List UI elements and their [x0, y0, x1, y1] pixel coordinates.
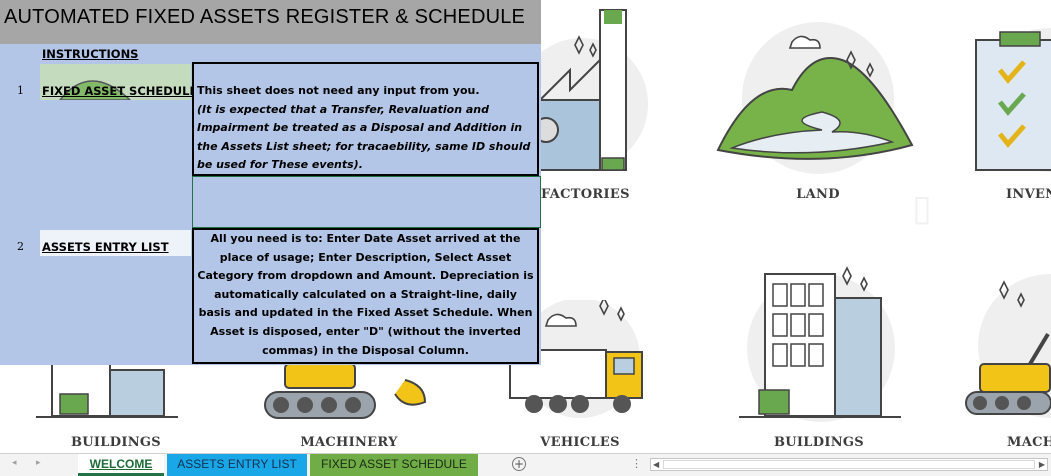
caption-buildings-left: BUILDINGS: [71, 435, 161, 450]
schedule-instruction-note: (It is expected that a Transfer, Revalua…: [197, 102, 531, 172]
title-bar: AUTOMATED FIXED ASSETS REGISTER & SCHEDU…: [0, 0, 541, 44]
instructions-heading: INSTRUCTIONS: [42, 47, 139, 61]
buildings-illustration-right: [739, 266, 901, 422]
caption-factories: FACTORIES: [541, 187, 630, 202]
row-number-2: 2: [17, 240, 24, 253]
fixed-asset-schedule-label[interactable]: FIXED ASSET SCHEDULE: [42, 84, 198, 98]
caption-vehicles: VEHICLES: [540, 435, 620, 450]
caption-inventory: INVEN: [1006, 187, 1051, 202]
entry-instructions-box: All you need is to: Enter Date Asset arr…: [192, 228, 539, 364]
assets-entry-list-label[interactable]: ASSETS ENTRY LIST: [42, 240, 169, 254]
hill-image-fragment: [40, 64, 191, 101]
caption-buildings-right: BUILDINGS: [774, 435, 864, 450]
factory-illustration: [520, 9, 648, 171]
hill-icon: [58, 80, 132, 101]
schedule-instruction-line: This sheet does not need any input from …: [197, 84, 480, 97]
cell-highlight: [40, 230, 191, 256]
watermark-decoration: ▯: [912, 188, 932, 229]
tab-fixed-asset-schedule[interactable]: FIXED ASSET SCHEDULE: [310, 454, 478, 476]
selected-cell[interactable]: [192, 176, 541, 228]
add-sheet-icon[interactable]: +: [512, 457, 526, 471]
caption-machinery: MACHINERY: [300, 435, 398, 450]
tab-assets-entry-list[interactable]: ASSETS ENTRY LIST: [167, 454, 307, 476]
spreadsheet-grid[interactable]: FACTORIES LAND INVEN ▯ BUILDINGS MACHINE…: [0, 0, 1051, 453]
land-illustration: [716, 22, 914, 174]
tab-welcome[interactable]: WELCOME: [78, 454, 164, 476]
row-number-1: 1: [17, 84, 24, 97]
inventory-illustration: [975, 28, 1051, 172]
sheet-next-icon[interactable]: ▸: [36, 458, 41, 468]
horizontal-scrollbar[interactable]: ◀ ▶: [650, 458, 1048, 471]
sheet-tab-bar: ◂ ▸ WELCOME ASSETS ENTRY LIST FIXED ASSE…: [0, 453, 1051, 476]
caption-land: LAND: [796, 187, 840, 202]
page-title: AUTOMATED FIXED ASSETS REGISTER & SCHEDU…: [4, 6, 526, 28]
more-options-icon[interactable]: ⋮: [631, 457, 642, 470]
machinery-illustration-right: [965, 274, 1051, 418]
caption-machinery-right: MACH: [1007, 435, 1051, 450]
sheet-prev-icon[interactable]: ◂: [12, 458, 17, 468]
scroll-right-icon[interactable]: ▶: [1038, 460, 1045, 469]
machinery-illustration: [264, 363, 427, 419]
buildings-illustration-left: [36, 360, 178, 418]
scrollbar-thumb[interactable]: [663, 460, 1035, 469]
scroll-left-icon[interactable]: ◀: [653, 460, 660, 469]
schedule-instructions-box: This sheet does not need any input from …: [192, 62, 539, 176]
